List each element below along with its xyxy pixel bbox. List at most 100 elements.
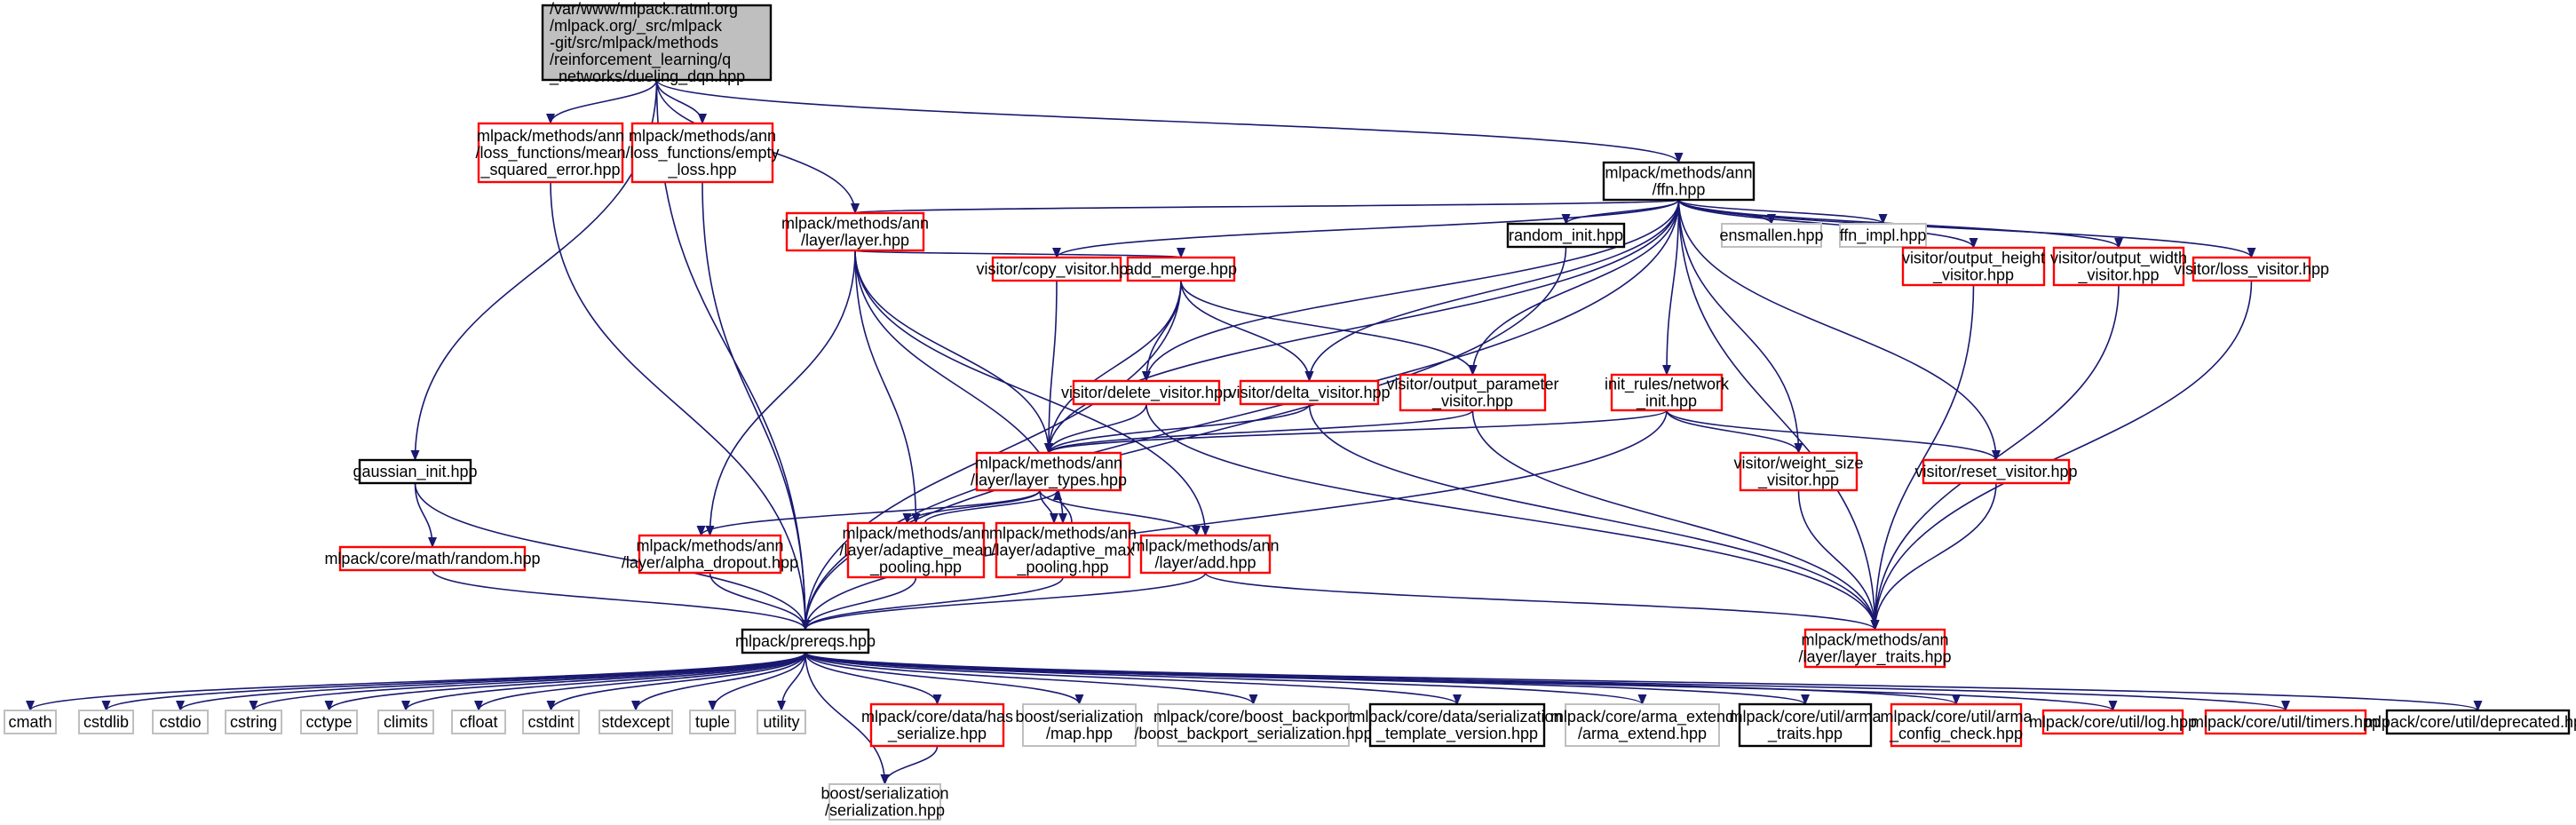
node-output_height[interactable]: visitor/output_height_visitor.hpp: [1901, 246, 2046, 287]
node-cfloat[interactable]: cfloat: [451, 710, 506, 734]
node-climits[interactable]: climits: [377, 710, 434, 734]
node-tuple[interactable]: tuple: [689, 710, 736, 734]
edge-prereqs-to-cstdlib: [101, 652, 806, 711]
node-layer_traits[interactable]: mlpack/methods/ann/layer/layer_traits.hp…: [1798, 628, 1952, 669]
node-box: [785, 211, 925, 252]
node-add_merge[interactable]: add_merge.hpp: [1125, 256, 1237, 282]
node-prereqs[interactable]: mlpack/prereqs.hpp: [735, 628, 876, 654]
node-output_param[interactable]: visitor/output_parameter_visitor.hpp: [1386, 373, 1559, 412]
node-ffn_impl[interactable]: ffn_impl.hpp: [1839, 223, 1927, 248]
node-random_init[interactable]: random_init.hpp: [1506, 222, 1626, 249]
node-cstdio[interactable]: cstdio: [152, 710, 209, 734]
node-adaptive_max[interactable]: mlpack/methods/ann/layer/adaptive_max_po…: [989, 521, 1137, 579]
edge-prereqs-to-template_version: [805, 652, 1462, 705]
node-utility[interactable]: utility: [757, 710, 806, 734]
node-template_version[interactable]: mlpack/core/data/serialization_template_…: [1351, 702, 1563, 748]
node-label-line: /layer/adaptive_mean: [839, 542, 992, 560]
node-reset[interactable]: visitor/reset_visitor.hpp: [1914, 458, 2078, 485]
edge-layer-to-add_merge: [854, 247, 1185, 258]
node-alpha[interactable]: mlpack/methods/ann/layer/alpha_dropout.h…: [622, 534, 798, 575]
node-has_serialize[interactable]: mlpack/core/data/has_serialize.hpp: [861, 702, 1013, 748]
edge-prereqs-to-has_serialize: [805, 652, 942, 705]
edge-network_init-to-layer_types: [1044, 409, 1668, 454]
node-layer_types[interactable]: mlpack/methods/ann/layer/layer_types.hpp: [971, 451, 1127, 492]
node-ffn[interactable]: mlpack/methods/ann/ffn.hpp: [1602, 161, 1756, 202]
edge-output_width-to-layer_traits: [1870, 284, 2120, 631]
node-box: [1506, 222, 1626, 249]
node-box: [638, 534, 782, 575]
edge-adaptive_max-to-layer_types: [1053, 489, 1073, 524]
edge-root-to-mse: [546, 79, 658, 124]
node-serialization[interactable]: boost/serialization/serialization.hpp: [820, 783, 949, 821]
edge-prereqs-to-stdexcept: [631, 652, 806, 711]
node-gaussian[interactable]: gaussian_init.hpp: [353, 458, 478, 485]
node-label-line: /map.hpp: [1046, 725, 1113, 742]
node-box: [522, 710, 580, 734]
node-box: [1721, 223, 1822, 248]
node-box: [1139, 534, 1272, 575]
edge-alpha-to-prereqs: [709, 572, 810, 631]
node-label-line: _template_version.hpp: [1375, 725, 1538, 743]
node-delete[interactable]: visitor/delete_visitor.hpp: [1061, 379, 1232, 406]
node-delta[interactable]: visitor/delta_visitor.hpp: [1228, 379, 1391, 406]
node-box: [1890, 702, 2023, 748]
node-cstdlib[interactable]: cstdlib: [78, 710, 134, 734]
node-cmath[interactable]: cmath: [4, 710, 57, 734]
edge-prereqs-to-map: [805, 652, 1084, 705]
node-ensmallen[interactable]: ensmallen.hpp: [1719, 223, 1824, 248]
node-deprecated[interactable]: mlpack/core/util/deprecated.hpp: [2365, 709, 2576, 735]
node-label-line: /layer/layer_types.hpp: [971, 472, 1127, 490]
node-layer[interactable]: mlpack/methods/ann/layer/layer.hpp: [781, 211, 929, 252]
node-weight_size[interactable]: visitor/weight_size_visitor.hpp: [1733, 451, 1864, 492]
node-copy[interactable]: visitor/copy_visitor.hpp: [976, 256, 1137, 282]
node-arma_config_check[interactable]: mlpack/core/util/arma_config_check.hpp: [1880, 702, 2033, 748]
node-label-line: mlpack/prereqs.hpp: [735, 632, 876, 650]
node-label-line: mlpack/methods/ann: [1801, 631, 1948, 649]
node-stdexcept[interactable]: stdexcept: [598, 710, 673, 734]
node-loss[interactable]: visitor/loss_visitor.hpp: [2174, 256, 2329, 282]
node-cctype[interactable]: cctype: [300, 710, 358, 734]
node-cstdint[interactable]: cstdint: [522, 710, 580, 734]
node-cstring[interactable]: cstring: [225, 710, 282, 734]
node-label-line: _visitor.hpp: [2077, 266, 2159, 285]
edge-ffn-to-loss: [1677, 199, 2256, 258]
edge-add-to-prereqs: [801, 572, 1207, 631]
node-label-line: tuple: [695, 713, 730, 731]
node-box: [1399, 373, 1547, 412]
node-label-line: mlpack/core/data/serialization: [1351, 708, 1562, 726]
node-label-line: /ffn.hpp: [1653, 181, 1706, 199]
node-network_init[interactable]: init_rules/network_init.hpp: [1605, 373, 1730, 412]
node-box: [2041, 709, 2184, 735]
node-mse[interactable]: mlpack/methods/ann/loss_functions/mean_s…: [475, 122, 626, 184]
edge-layer_types-to-alpha: [696, 489, 1041, 536]
node-label-line: /loss_functions/empty: [625, 144, 779, 163]
node-add[interactable]: mlpack/methods/ann/layer/add.hpp: [1131, 534, 1280, 575]
node-box: [2192, 256, 2311, 282]
node-box: [2052, 246, 2185, 287]
node-label-line: /serialization.hpp: [825, 802, 945, 820]
node-label-line: boost/serialization: [1015, 708, 1143, 726]
node-box: [1901, 246, 2046, 287]
node-arma_traits[interactable]: mlpack/core/util/arma_traits.hpp: [1729, 702, 1882, 748]
node-empty[interactable]: mlpack/methods/ann/loss_functions/empty_…: [625, 122, 780, 184]
node-boost_backport[interactable]: mlpack/core/boost_backport/boost_backpor…: [1134, 703, 1373, 747]
node-box: [1565, 703, 1720, 747]
node-log[interactable]: mlpack/core/util/log.hpp: [2029, 709, 2197, 735]
node-root[interactable]: /var/www/mlpack.ratml.org/mlpack.org/_sr…: [541, 0, 773, 86]
edge-ffn-to-layer: [852, 199, 1680, 214]
node-random[interactable]: mlpack/core/math/random.hpp: [324, 545, 541, 572]
node-adaptive_mean[interactable]: mlpack/methods/ann/layer/adaptive_mean_p…: [839, 521, 993, 579]
node-arma_extend[interactable]: mlpack/core/arma_extend/arma_extend.hpp: [1550, 703, 1734, 747]
node-label-line: mlpack/core/util/timers.hpp: [2191, 713, 2381, 731]
edge-ffn-to-delete: [1142, 199, 1680, 382]
node-timers[interactable]: mlpack/core/util/timers.hpp: [2191, 709, 2381, 735]
node-box: [2385, 709, 2571, 735]
node-map[interactable]: boost/serialization/map.hpp: [1015, 703, 1144, 747]
node-label-line: cstdlib: [83, 713, 129, 731]
edge-delete-to-layer_types: [1044, 403, 1147, 454]
node-label-line: /layer/add.hpp: [1154, 554, 1256, 572]
node-box: [1022, 703, 1137, 747]
node-output_width[interactable]: visitor/output_width_visitor.hpp: [2050, 246, 2187, 287]
node-box: [869, 702, 1005, 748]
node-box: [741, 628, 870, 654]
